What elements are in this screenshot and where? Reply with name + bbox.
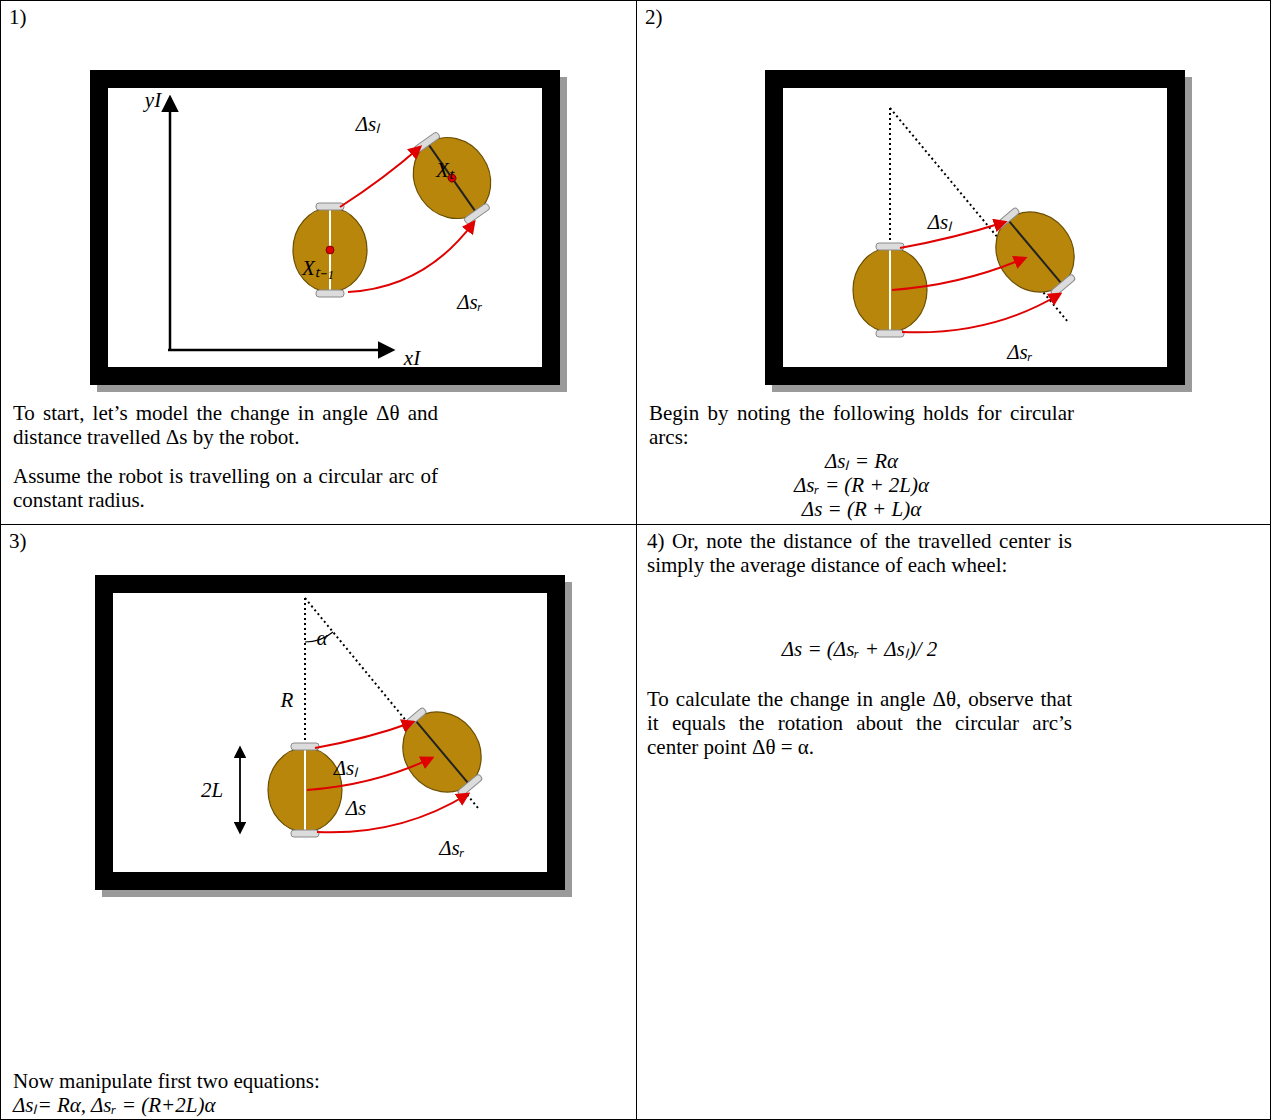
paragraph: 4) Or, note the distance of the travelle… <box>647 529 1072 577</box>
paragraph: Now manipulate first two equations: <box>13 1069 438 1093</box>
robot-body <box>853 243 927 337</box>
table-cell: 3)Now manipulate first two equations:Δsₗ… <box>0 524 637 1120</box>
table-cell: 4) Or, note the distance of the travelle… <box>636 524 1271 1120</box>
robot-body <box>383 692 500 812</box>
figure-label: Δsₗ <box>334 757 359 779</box>
figure-label: Δsᵣ <box>439 837 465 859</box>
paragraph: 2) <box>645 5 705 29</box>
figure-label: Xₜ₋₁ <box>302 257 334 279</box>
figure-label: Δsₗ <box>356 113 381 135</box>
figure-label: xI <box>404 347 420 369</box>
radius-line <box>889 108 891 335</box>
figure-label: α <box>316 627 327 649</box>
figure-label: R <box>281 689 294 711</box>
figure-label: Δsᵣ <box>457 291 483 313</box>
figure-label: Xₜ <box>436 159 454 181</box>
motion-arrow <box>317 794 468 832</box>
figure-label: yI <box>145 89 161 111</box>
motion-arrow <box>348 222 474 292</box>
equation: Δsᵣ = (R + 2L)α <box>649 473 1074 497</box>
equation: Δsₗ = Rα <box>649 449 1074 473</box>
robot-body <box>293 203 367 297</box>
paragraph: 3) <box>9 529 69 553</box>
equation: Δs = (R + L)α <box>649 497 1074 521</box>
table-cell: 2) Begin by noting the following holds fo… <box>636 0 1271 525</box>
motion-arrow <box>307 758 432 790</box>
picture-frame <box>95 575 572 897</box>
robot-body <box>976 192 1093 312</box>
axis <box>169 98 172 350</box>
motion-arrow <box>315 722 413 748</box>
motion-arrow <box>900 222 1005 248</box>
figure-label: Δs <box>346 797 367 819</box>
paragraph: Assume the robot is travelling on a circ… <box>13 464 438 512</box>
figure-label: Δsₗ <box>928 211 953 233</box>
axis <box>168 349 392 352</box>
figure-label: 2L <box>201 779 223 801</box>
equation: Δs = (Δsᵣ + Δsₗ)/ 2 <box>647 637 1072 661</box>
paragraph: Begin by noting the following holds for … <box>649 401 1074 449</box>
picture-frame <box>765 70 1192 392</box>
motion-arrow <box>892 258 1025 290</box>
robot-body <box>268 743 342 837</box>
figure-label: Δsᵣ <box>1007 341 1033 363</box>
picture-frame <box>90 70 567 392</box>
paragraph: 1) <box>9 5 69 29</box>
paragraph: To start, let’s model the change in angl… <box>13 401 438 449</box>
radius-line <box>304 598 306 835</box>
paragraph: To calculate the change in angle Δθ, obs… <box>647 687 1072 759</box>
motion-arrow <box>902 294 1060 332</box>
equation: Δsₗ= Rα, Δsᵣ = (R+2L)α <box>13 1093 438 1117</box>
dimension-arrow <box>239 748 241 832</box>
robot-body <box>395 118 510 237</box>
motion-arrow <box>340 147 420 207</box>
